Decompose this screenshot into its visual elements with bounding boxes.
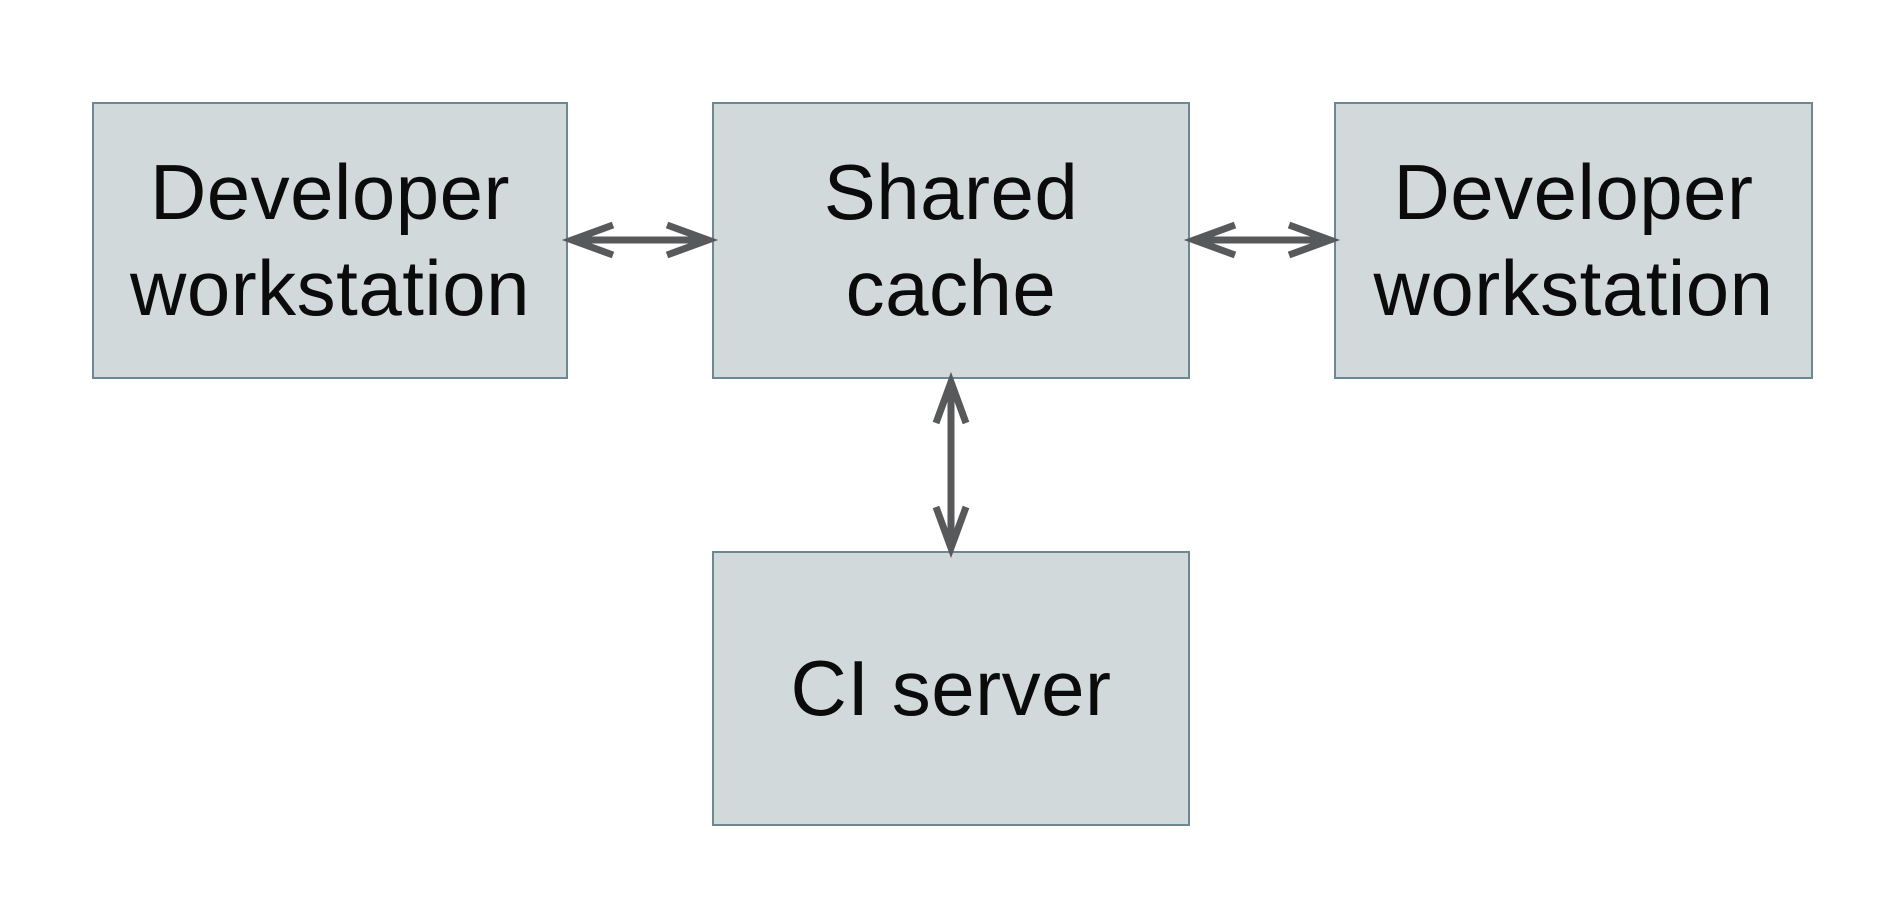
node-shared-cache: Shared cache [712,102,1190,379]
bidirectional-arrow-cache-right [1183,221,1341,259]
node-ci-server: CI server [712,551,1190,826]
bidirectional-arrow-cache-ci [932,371,970,559]
node-developer-workstation-left: Developer workstation [92,102,568,379]
node-developer-workstation-right: Developer workstation [1334,102,1813,379]
bidirectional-arrow-left-cache [561,221,719,259]
